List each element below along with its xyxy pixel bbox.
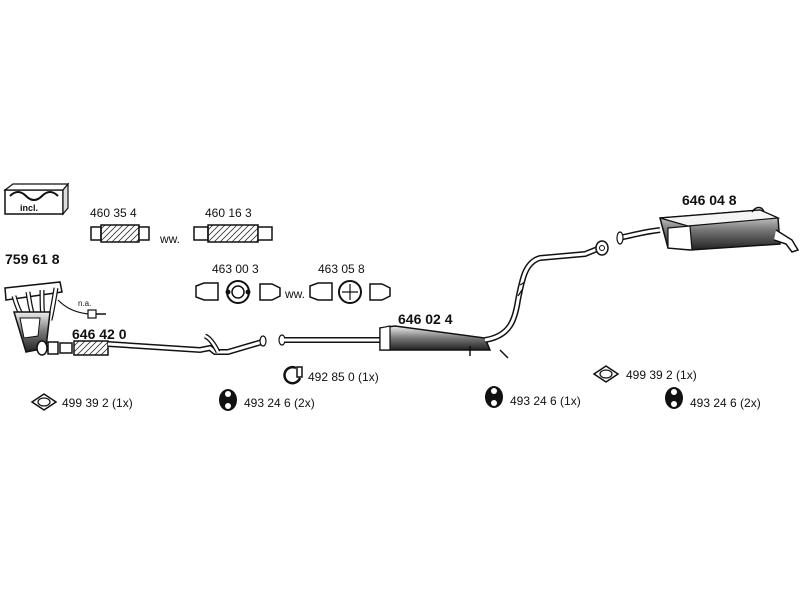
ww-label-1: ww. xyxy=(159,232,180,246)
part-number-clamp-a: 463 00 3 xyxy=(212,262,259,276)
part-number-flex-b: 460 16 3 xyxy=(205,206,252,220)
rubber-mount-rear-icon xyxy=(665,387,683,409)
kit-box-icon xyxy=(3,182,70,216)
part-number-rear-silencer: 646 04 8 xyxy=(682,192,737,208)
rubber-mount-front-icon xyxy=(219,389,237,411)
part-number-flex-a: 460 35 4 xyxy=(90,206,137,220)
kit-box-label: incl. xyxy=(20,203,38,213)
clamp-set-a-icon xyxy=(195,280,281,304)
flex-pipe-a-icon xyxy=(90,224,150,243)
part-number-clamp-b: 463 05 8 xyxy=(318,262,365,276)
rubber-mount-mid-label: 493 24 6 (1x) xyxy=(510,394,581,408)
front-pipe-icon xyxy=(36,333,267,356)
ww-label-2: ww. xyxy=(284,287,305,301)
part-number-front-pipe: 646 42 0 xyxy=(72,326,127,342)
gasket-rear-icon xyxy=(592,365,620,383)
sensor-na-label: n.a. xyxy=(78,299,91,308)
clamp-ring-icon xyxy=(283,365,303,385)
flex-pipe-b-icon xyxy=(193,224,273,243)
part-number-manifold: 759 61 8 xyxy=(5,251,60,267)
oxygen-sensor-icon xyxy=(57,299,106,319)
part-number-middle-silencer: 646 02 4 xyxy=(398,311,453,327)
rubber-mount-front-label: 493 24 6 (2x) xyxy=(244,396,315,410)
middle-silencer-icon xyxy=(278,240,609,359)
clamp-ring-label: 492 85 0 (1x) xyxy=(308,370,379,384)
gasket-rear-label: 499 39 2 (1x) xyxy=(626,368,697,382)
clamp-set-b-icon xyxy=(309,280,391,304)
gasket-front-icon xyxy=(30,393,58,411)
rear-silencer-icon xyxy=(616,206,800,253)
rubber-mount-mid-icon xyxy=(485,386,503,408)
gasket-front-label: 499 39 2 (1x) xyxy=(62,396,133,410)
rubber-mount-rear-label: 493 24 6 (2x) xyxy=(690,396,761,410)
